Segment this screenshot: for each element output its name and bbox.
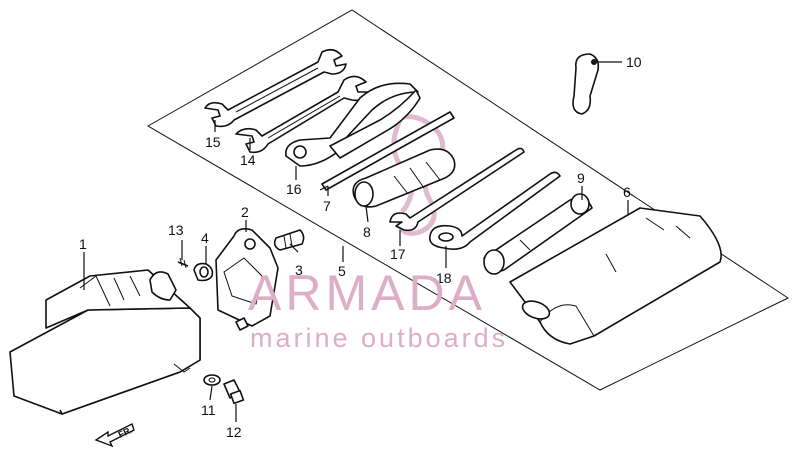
callout-7: 7: [323, 198, 331, 214]
callout-1: 1: [79, 236, 87, 252]
callout-18: 18: [436, 270, 452, 286]
box-spanner-part-9: [483, 193, 593, 275]
callout-labels: 1 2 3 4 5 6 7 8 9 10 11 12 13 14 15 16 1…: [79, 54, 642, 440]
bolt-part-13: [177, 257, 189, 269]
callout-9: 9: [577, 170, 585, 186]
screw-part-12: [223, 379, 245, 405]
callout-12: 12: [226, 424, 242, 440]
callout-10: 10: [626, 54, 642, 70]
grommet-part-4: [193, 262, 214, 282]
bracket-part-2: [215, 228, 279, 331]
callout-6: 6: [623, 184, 631, 200]
handle-part-10: [572, 53, 600, 115]
callout-14: 14: [240, 152, 256, 168]
callout-4: 4: [201, 230, 209, 246]
pliers-part-16: [284, 82, 421, 167]
wrench-part-15: [204, 48, 347, 128]
tool-kit-panel-outline: [146, 9, 790, 391]
watermark-tagline: marine outboards: [250, 323, 508, 353]
bar-part-17: [389, 147, 525, 232]
callout-3: 3: [295, 262, 303, 278]
ring-spanner-part-18: [428, 171, 561, 250]
bolt-part-3: [273, 229, 305, 251]
tool-bag-part-6: [509, 207, 722, 345]
callout-16: 16: [286, 181, 302, 197]
callout-2: 2: [241, 204, 249, 220]
screwdriver-part-7: [319, 111, 455, 191]
leader-lines: [83, 61, 629, 422]
washer-part-11: [203, 374, 221, 386]
front-arrow: FR.: [94, 423, 135, 448]
watermark-brand: ARMADA: [248, 265, 486, 321]
callout-8: 8: [363, 224, 371, 240]
tool-box-part-1: [9, 269, 201, 415]
callout-11: 11: [201, 402, 216, 418]
callout-13: 13: [168, 222, 184, 238]
callout-17: 17: [390, 246, 406, 262]
grip-part-8: [352, 148, 456, 208]
callout-15: 15: [205, 134, 221, 150]
callout-5: 5: [338, 263, 346, 279]
